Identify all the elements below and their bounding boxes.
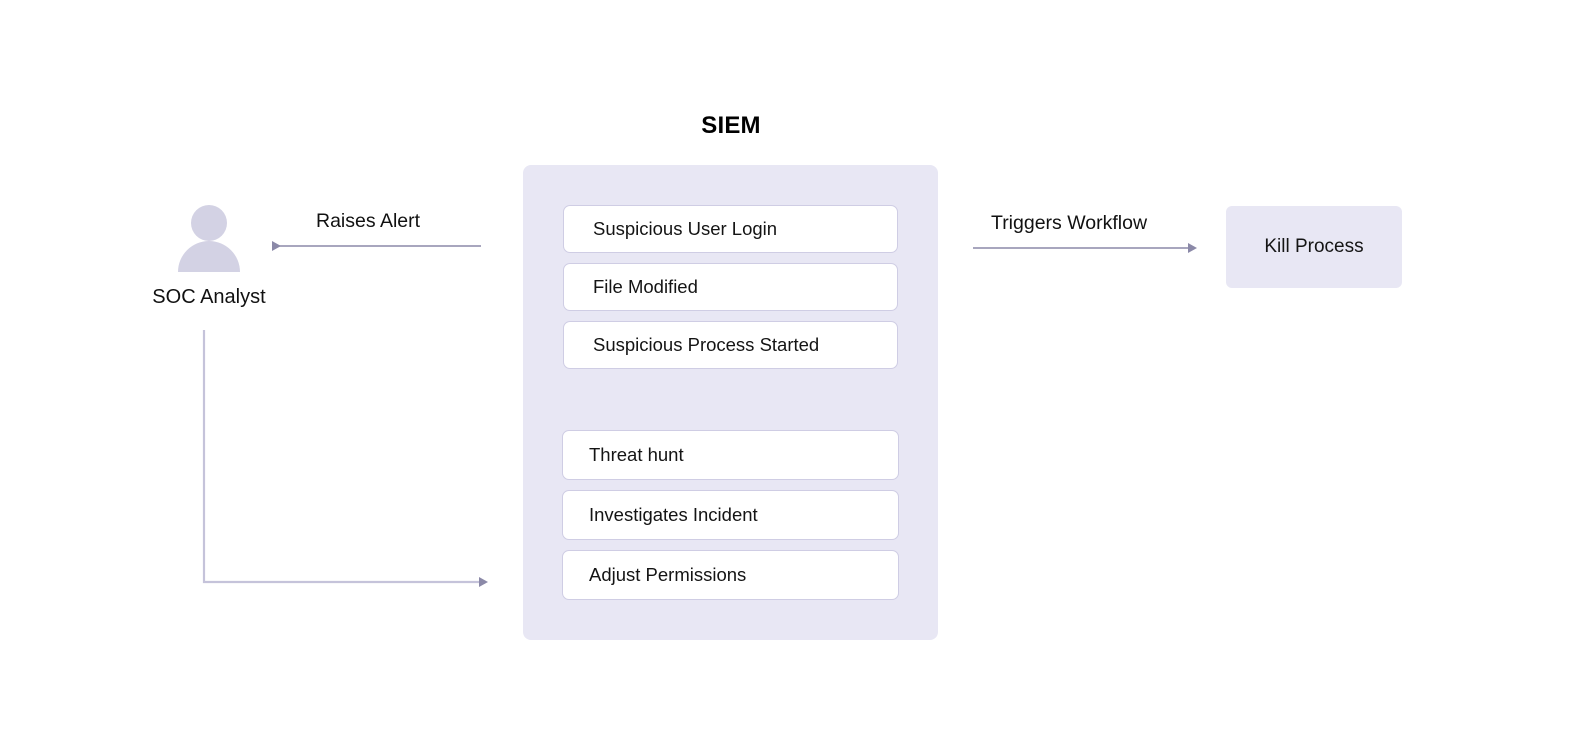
person-icon-body: [178, 241, 240, 272]
person-icon-head: [191, 205, 227, 241]
node-investigates-incident[interactable]: Investigates Incident: [562, 490, 899, 540]
actor-soc-analyst[interactable]: SOC Analyst: [105, 205, 313, 310]
node-kill-process[interactable]: Kill Process: [1226, 206, 1402, 288]
node-label: Investigates Incident: [589, 504, 758, 525]
person-icon: [178, 205, 240, 272]
edge-label-raises-alert: Raises Alert: [316, 210, 421, 232]
node-label: File Modified: [593, 276, 698, 297]
node-file-modified[interactable]: File Modified: [563, 263, 898, 311]
edge-analyst-actions: [202, 330, 488, 587]
node-adjust-permissions[interactable]: Adjust Permissions: [562, 550, 899, 600]
node-label: Adjust Permissions: [589, 564, 747, 585]
node-label: Kill Process: [1264, 236, 1364, 257]
siem-title: SIEM: [701, 112, 761, 139]
siem-container: Suspicious User Login File Modified Susp…: [523, 165, 938, 640]
node-threat-hunt[interactable]: Threat hunt: [562, 430, 899, 480]
node-label: Threat hunt: [589, 444, 684, 465]
node-label: Suspicious User Login: [593, 218, 778, 239]
siem-action-group: Threat hunt Investigates Incident Adjust…: [523, 430, 938, 600]
siem-alert-group: Suspicious User Login File Modified Susp…: [523, 205, 938, 369]
actor-label: SOC Analyst: [152, 286, 266, 308]
node-label: Suspicious Process Started: [593, 334, 820, 355]
edge-label-triggers-workflow: Triggers Workflow: [991, 212, 1148, 234]
node-suspicious-user-login[interactable]: Suspicious User Login: [563, 205, 898, 253]
node-suspicious-process-started[interactable]: Suspicious Process Started: [563, 321, 898, 369]
